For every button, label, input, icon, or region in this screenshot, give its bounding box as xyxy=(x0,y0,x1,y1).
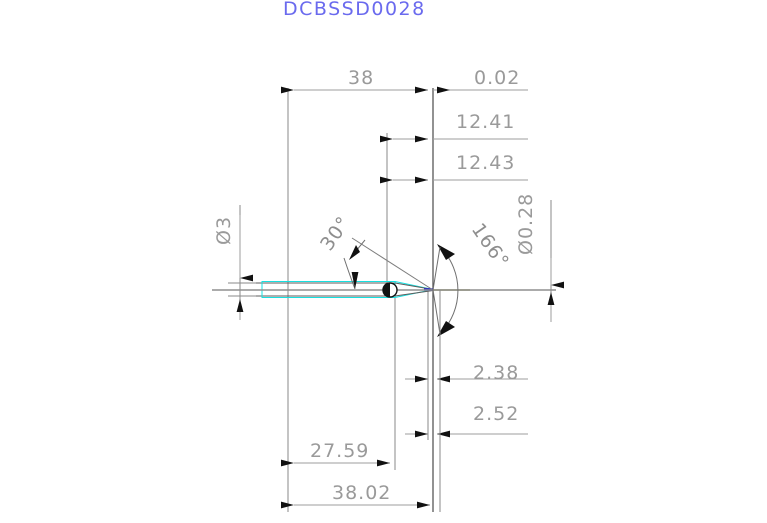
dimension-right-diameter xyxy=(547,258,564,322)
angle-arc-166-group xyxy=(432,244,459,512)
dimension-label-top-small: 0.02 xyxy=(474,67,520,89)
angle-arc-30 xyxy=(343,257,356,290)
node-marker-fill xyxy=(383,283,390,297)
dimension-label-bottom-upper: 2.38 xyxy=(473,362,519,384)
angle-label-166: 166° xyxy=(467,219,514,272)
arrow-238-inner xyxy=(437,375,450,383)
drawing-title: DCBSSD0028 xyxy=(283,0,426,20)
angle-leader-30 xyxy=(343,237,434,291)
arrow-d3-lower xyxy=(236,299,244,312)
leader-line-30 xyxy=(351,237,434,291)
dimension-label-bottom-lower: 2.52 xyxy=(473,403,519,425)
arrow-d028-lower xyxy=(547,292,555,305)
angle-ray-166-lower xyxy=(432,289,441,335)
dimension-label-top-overall: 38 xyxy=(348,67,374,89)
dimension-top-small xyxy=(437,86,450,94)
dimension-left-diameter xyxy=(228,215,256,320)
dimension-label-right-diameter: Ø0.28 xyxy=(515,193,537,255)
arrow-166-lower xyxy=(437,321,455,337)
dimension-label-bottom-overall: 38.02 xyxy=(332,482,391,504)
dimension-label-top-mid-lower: 12.43 xyxy=(456,152,515,174)
dimension-bottom-upper xyxy=(405,375,528,383)
arrow-166-upper xyxy=(437,244,455,260)
arrow-002 xyxy=(437,86,450,94)
angle-label-30: 30° xyxy=(316,212,355,255)
dimension-bottom-lower xyxy=(405,430,528,438)
part-geometry xyxy=(212,281,556,298)
arrow-252-inner xyxy=(437,430,450,438)
arrow-30-lower xyxy=(351,272,359,289)
dimension-label-top-mid-upper: 12.41 xyxy=(456,111,515,133)
dimension-label-bottom-mid: 27.59 xyxy=(310,440,369,462)
arrow-30-upper xyxy=(349,245,360,260)
angle-ray-166-upper xyxy=(432,246,441,291)
part-taper-bottom xyxy=(394,290,434,297)
dimension-label-left-diameter: Ø3 xyxy=(213,216,235,245)
